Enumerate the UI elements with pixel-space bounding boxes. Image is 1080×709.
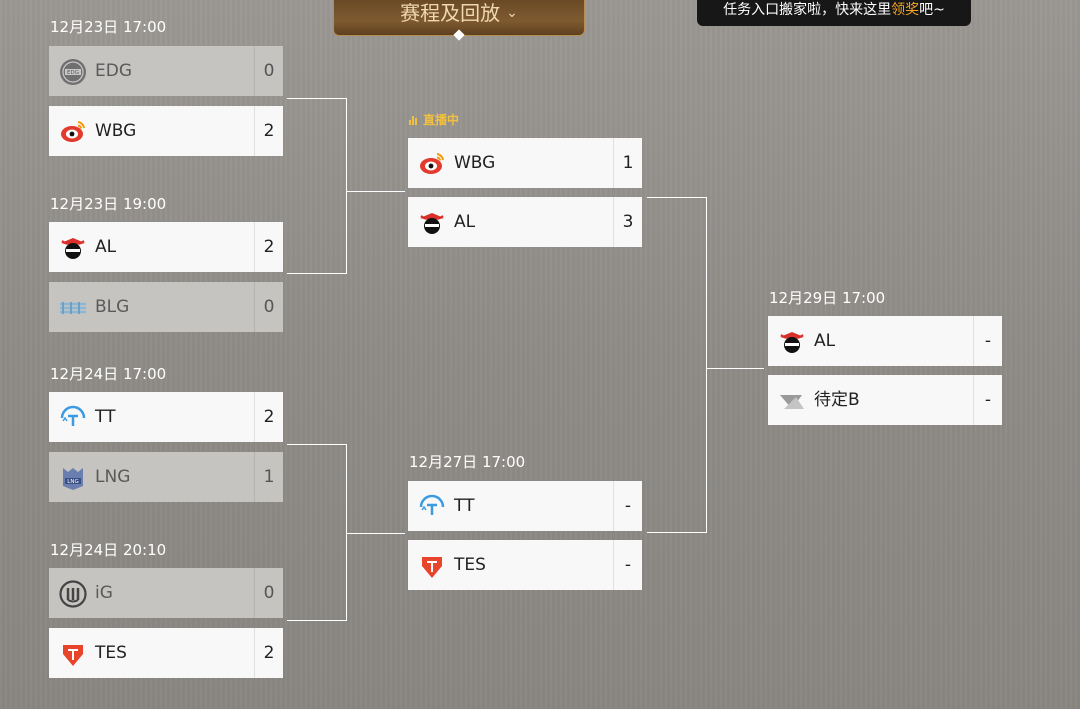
al-logo-icon xyxy=(780,332,804,353)
bracket-line xyxy=(647,197,706,198)
schedule-tab-label: 赛程及回放 xyxy=(400,1,501,25)
svg-text:EDG: EDG xyxy=(67,70,79,76)
bracket-line xyxy=(706,197,707,533)
team-row-wbg[interactable]: WBG 2 xyxy=(49,106,283,156)
task-tooltip[interactable]: 任务入口搬家啦，快来这里领奖吧~ xyxy=(697,0,971,26)
bracket-line xyxy=(287,273,346,274)
team-score: 2 xyxy=(254,392,283,442)
tooltip-highlight: 领奖 xyxy=(891,2,920,18)
team-score: 1 xyxy=(613,138,642,188)
match-date: 12月24日 17:00 xyxy=(50,365,167,383)
team-name: WBG xyxy=(454,153,496,173)
bracket-line xyxy=(706,368,764,369)
bracket-line xyxy=(346,444,347,621)
team-score: - xyxy=(973,316,1002,366)
team-row-ig[interactable]: iG 0 xyxy=(49,568,283,618)
match-date: 12月23日 19:00 xyxy=(50,195,167,213)
edg-logo-icon: EDG xyxy=(60,59,86,85)
match-date: 12月23日 17:00 xyxy=(50,18,167,36)
live-bars-icon xyxy=(409,114,418,128)
match-date: 12月24日 20:10 xyxy=(50,541,167,559)
bracket-line xyxy=(346,533,405,534)
team-name: TT xyxy=(454,496,475,516)
wbg-logo-icon xyxy=(61,121,85,142)
team-row-tt[interactable]: TT 2 xyxy=(49,392,283,442)
al-logo-icon xyxy=(61,238,85,259)
team-row-tes[interactable]: TES - xyxy=(408,540,642,590)
blg-logo-icon xyxy=(60,302,86,314)
team-name: BLG xyxy=(95,297,130,317)
bracket-line xyxy=(346,98,347,274)
team-score: 2 xyxy=(254,106,283,156)
team-name: TES xyxy=(95,643,127,663)
bracket-line xyxy=(287,98,346,99)
team-name: 待定B xyxy=(814,390,860,410)
team-name: WBG xyxy=(95,121,137,141)
team-row-al[interactable]: AL 2 xyxy=(49,222,283,272)
chevron-down-icon: ⌄ xyxy=(506,5,518,21)
team-row-tbd[interactable]: 待定B - xyxy=(768,375,1002,425)
team-score: 1 xyxy=(254,452,283,502)
live-indicator: 直播中 xyxy=(409,111,459,128)
svg-text:LNG: LNG xyxy=(67,479,78,485)
tt-logo-icon xyxy=(419,494,445,515)
team-row-tes[interactable]: TES 2 xyxy=(49,628,283,678)
bracket-line xyxy=(346,191,405,192)
team-score: 0 xyxy=(254,46,283,96)
team-score: 3 xyxy=(613,197,642,247)
team-name: iG xyxy=(95,583,113,603)
team-name: AL xyxy=(95,237,117,257)
team-name: AL xyxy=(454,212,476,232)
team-row-lng[interactable]: LNG LNG 1 xyxy=(49,452,283,502)
team-row-blg[interactable]: BLG 0 xyxy=(49,282,283,332)
team-name: EDG xyxy=(95,61,133,81)
bracket-line xyxy=(647,532,706,533)
team-row-edg[interactable]: EDG EDG 0 xyxy=(49,46,283,96)
wbg-logo-icon xyxy=(420,153,444,174)
lng-logo-icon: LNG xyxy=(63,468,83,490)
live-label: 直播中 xyxy=(423,113,460,127)
tes-logo-icon xyxy=(63,645,83,666)
team-row-wbg[interactable]: WBG 1 xyxy=(408,138,642,188)
tbd-logo-icon xyxy=(780,395,804,409)
team-name: TT xyxy=(95,407,116,427)
team-row-al[interactable]: AL - xyxy=(768,316,1002,366)
tt-logo-icon xyxy=(60,405,86,426)
team-score: - xyxy=(973,375,1002,425)
bracket-line xyxy=(287,444,346,445)
team-score: 0 xyxy=(254,282,283,332)
ig-logo-icon xyxy=(59,580,87,608)
tes-logo-icon xyxy=(422,557,442,578)
match-date: 12月27日 17:00 xyxy=(409,453,526,471)
team-score: - xyxy=(613,481,642,531)
team-name: AL xyxy=(814,331,836,351)
team-row-al[interactable]: AL 3 xyxy=(408,197,642,247)
team-score: - xyxy=(613,540,642,590)
team-score: 2 xyxy=(254,222,283,272)
al-logo-icon xyxy=(420,213,444,234)
tooltip-text: 任务入口搬家啦，快来这里 xyxy=(723,2,892,18)
team-score: 2 xyxy=(254,628,283,678)
match-date: 12月29日 17:00 xyxy=(769,289,886,307)
tooltip-suffix: 吧~ xyxy=(919,2,945,18)
team-name: TES xyxy=(454,555,486,575)
team-name: LNG xyxy=(95,467,131,487)
team-row-tt[interactable]: TT - xyxy=(408,481,642,531)
bracket-line xyxy=(287,620,346,621)
schedule-replay-tab[interactable]: 赛程及回放 ⌄ xyxy=(333,0,585,36)
team-score: 0 xyxy=(254,568,283,618)
